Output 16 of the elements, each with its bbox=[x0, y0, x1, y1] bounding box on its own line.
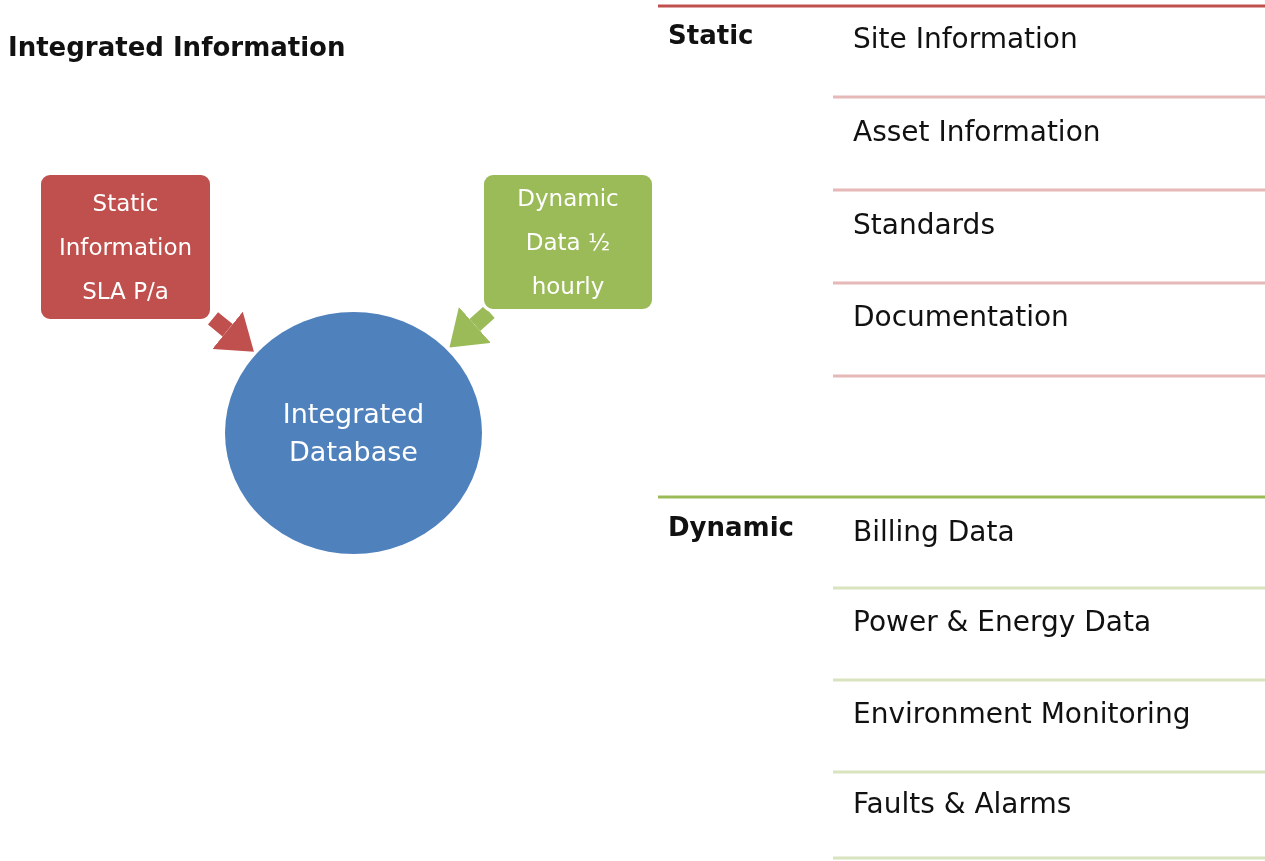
list-item: Power & Energy Data bbox=[853, 605, 1152, 638]
list-item: Faults & Alarms bbox=[853, 787, 1072, 820]
list-item: Billing Data bbox=[853, 515, 1015, 548]
list-item: Standards bbox=[853, 208, 995, 241]
list-item: Environment Monitoring bbox=[853, 697, 1191, 730]
section-heading: Dynamic bbox=[668, 512, 794, 542]
arrow bbox=[207, 311, 254, 352]
list-item: Site Information bbox=[853, 22, 1078, 55]
database-circle: Integrated Database bbox=[225, 312, 482, 554]
process-box: Dynamic Data ½ hourly bbox=[481, 172, 655, 312]
list-item: Documentation bbox=[853, 300, 1069, 333]
arrow bbox=[449, 306, 495, 348]
list-item: Asset Information bbox=[853, 115, 1101, 148]
process-box: Static Information SLA P/a bbox=[38, 172, 213, 322]
diagram-title: Integrated Information bbox=[8, 32, 346, 62]
section-heading: Static bbox=[668, 20, 754, 50]
